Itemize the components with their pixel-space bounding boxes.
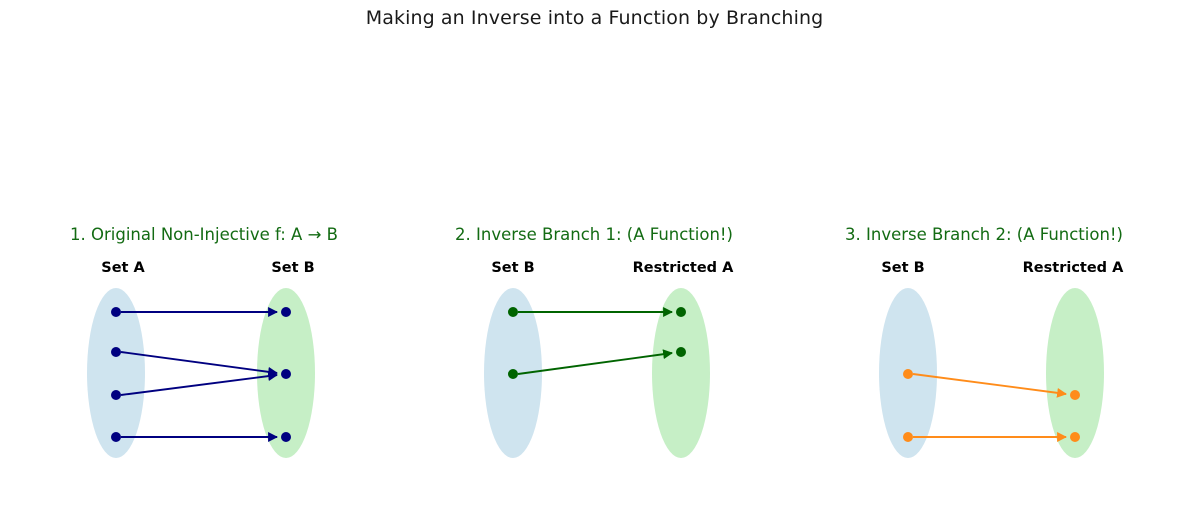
source-set-ellipse <box>87 288 145 458</box>
source-node-b2 <box>508 369 518 379</box>
set-label-left: Set B <box>881 260 925 276</box>
source-node-b1 <box>508 307 518 317</box>
panel-title: 1. Original Non-Injective f: A → B <box>70 225 338 244</box>
set-label-right: Restricted A <box>632 260 734 276</box>
target-node-a2 <box>676 347 686 357</box>
panel-title: 3. Inverse Branch 2: (A Function!) <box>845 225 1123 244</box>
panel-title: 2. Inverse Branch 1: (A Function!) <box>455 225 733 244</box>
panel-inverse-branch-1: 2. Inverse Branch 1: (A Function!) Set B… <box>399 0 789 511</box>
set-label-left: Set A <box>101 260 145 276</box>
target-node-a1 <box>676 307 686 317</box>
source-node-a4 <box>111 432 121 442</box>
set-label-left: Set B <box>491 260 535 276</box>
target-node-b3 <box>281 432 291 442</box>
panel-original-function: 1. Original Non-Injective f: A → B Set A… <box>9 0 399 511</box>
source-node-b1 <box>903 369 913 379</box>
arrow-b1-to-a3 <box>912 373 1067 398</box>
source-node-b2 <box>903 432 913 442</box>
panel-inverse-branch-2: 3. Inverse Branch 2: (A Function!) Set B… <box>789 0 1179 511</box>
target-set-ellipse <box>1046 288 1104 458</box>
target-node-a4 <box>1070 432 1080 442</box>
source-node-a3 <box>111 390 121 400</box>
source-node-a1 <box>111 307 121 317</box>
page-title: Making an Inverse into a Function by Bra… <box>365 7 824 29</box>
target-node-a3 <box>1070 390 1080 400</box>
arrow-a2-to-b2 <box>120 351 278 377</box>
target-set-ellipse <box>652 288 710 458</box>
arrow-a3-to-b2 <box>120 371 278 396</box>
target-node-b2 <box>281 369 291 379</box>
mapping-diagram <box>87 288 315 458</box>
mapping-diagram <box>879 288 1104 458</box>
mapping-diagram <box>484 288 710 458</box>
set-label-right: Set B <box>271 260 315 276</box>
arrow-b2-to-a2 <box>517 349 673 375</box>
source-node-a2 <box>111 347 121 357</box>
target-node-b1 <box>281 307 291 317</box>
set-label-right: Restricted A <box>1022 260 1124 276</box>
